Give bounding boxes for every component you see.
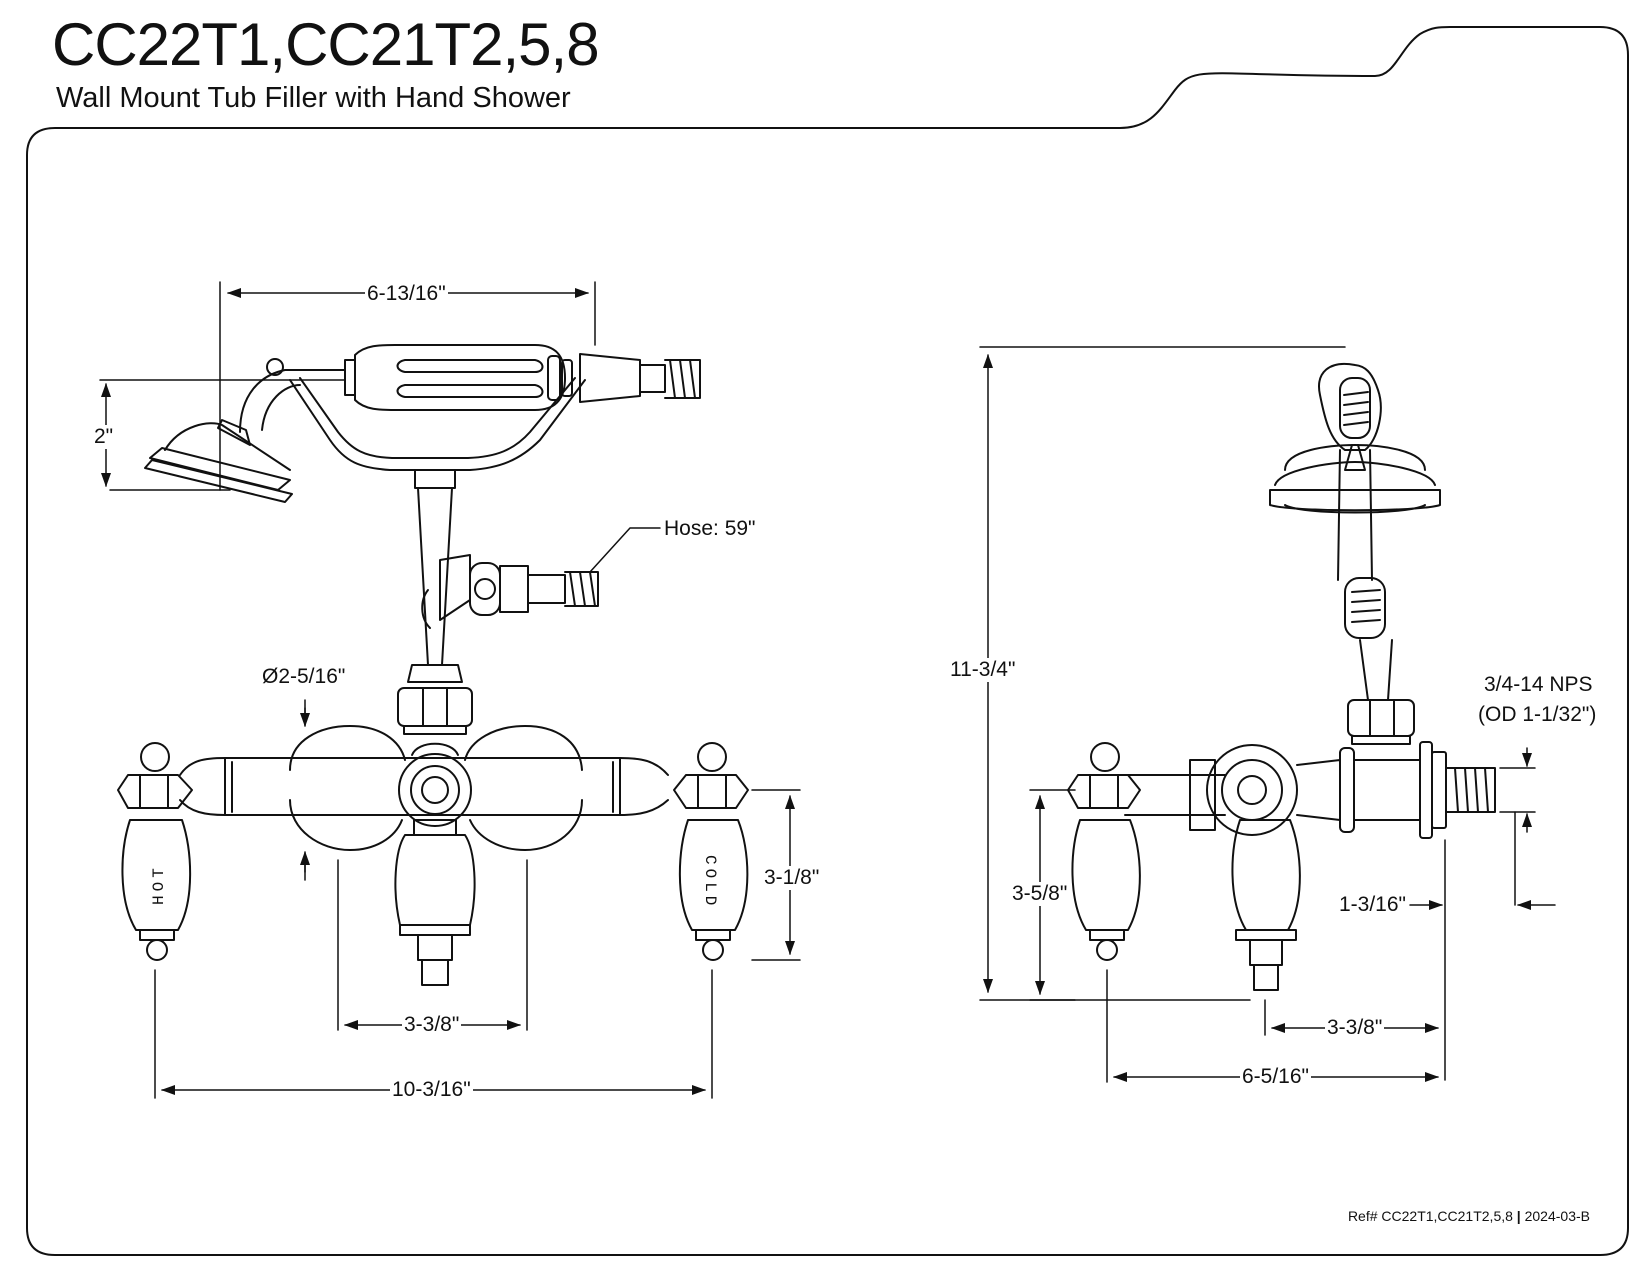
cold-label: COLD bbox=[701, 855, 719, 909]
dim-overall-width: 10-3/16" bbox=[390, 1078, 473, 1102]
ref-separator: | bbox=[1516, 1208, 1521, 1224]
front-flanges bbox=[289, 725, 583, 851]
front-riser bbox=[397, 487, 599, 735]
dim-flange-dia: Ø2-5/16" bbox=[260, 665, 348, 689]
model-title: CC22T1,CC21T2,5,8 bbox=[52, 11, 600, 78]
dim-center-spacing-front: 3-3/8" bbox=[402, 1013, 462, 1037]
front-hot-handle: HOT bbox=[117, 742, 193, 961]
front-body bbox=[179, 742, 669, 986]
side-riser bbox=[1344, 577, 1415, 745]
dim-handle-height-front: 3-1/8" bbox=[762, 866, 822, 890]
side-left-handle bbox=[1067, 742, 1141, 961]
side-view bbox=[979, 346, 1556, 1083]
front-view: HOT COLD bbox=[99, 281, 801, 1099]
dim-overall-depth: 6-5/16" bbox=[1240, 1065, 1311, 1089]
product-description: Wall Mount Tub Filler with Hand Shower bbox=[56, 82, 571, 114]
dim-center-spacing-side: 3-3/8" bbox=[1325, 1016, 1385, 1040]
dim-inlet-projection: 1-3/16" bbox=[1337, 893, 1408, 917]
dim-hose: Hose: 59" bbox=[662, 517, 758, 541]
footer-reference: Ref# CC22T1,CC21T2,5,8 | 2024-03-B bbox=[1348, 1208, 1590, 1224]
dim-connection-od: (OD 1-1/32") bbox=[1476, 703, 1599, 727]
dim-overall-height: 11-3/4" bbox=[948, 658, 1018, 682]
dim-handshower-height: 2" bbox=[92, 425, 116, 449]
ref-number: Ref# CC22T1,CC21T2,5,8 bbox=[1347, 1208, 1513, 1224]
side-center-handle bbox=[1231, 819, 1301, 991]
dim-handshower-length: 6-13/16" bbox=[365, 282, 448, 306]
dim-connection-thread: 3/4-14 NPS bbox=[1482, 673, 1595, 697]
front-cold-handle: COLD bbox=[673, 742, 749, 961]
front-shower-head bbox=[144, 358, 346, 503]
sheet-border bbox=[26, 26, 1629, 1256]
front-handset bbox=[289, 344, 701, 489]
hot-label: HOT bbox=[150, 864, 168, 905]
side-body bbox=[1124, 741, 1496, 839]
ref-revision: 2024-03-B bbox=[1524, 1208, 1590, 1224]
dim-handle-height-side: 3-5/8" bbox=[1010, 882, 1070, 906]
side-dimensions bbox=[979, 346, 1556, 1083]
front-dimensions bbox=[99, 281, 801, 1099]
side-shower-head bbox=[1269, 362, 1441, 581]
